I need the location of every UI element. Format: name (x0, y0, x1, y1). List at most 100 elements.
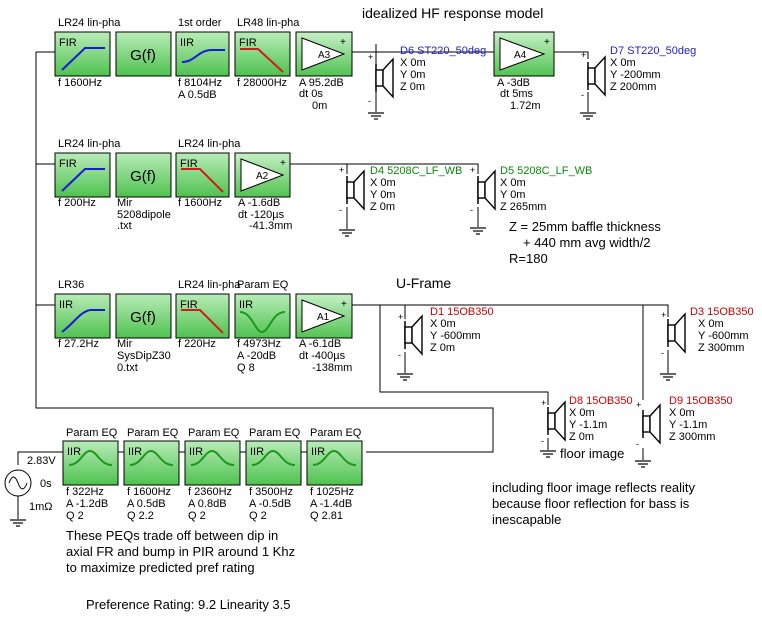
d3-y: Y -600mm (698, 330, 749, 342)
row2-gf-label: G(f) (130, 168, 156, 185)
peq-iir-label: IIR (311, 446, 325, 458)
driver-d5[interactable]: + - (469, 165, 496, 235)
d5-name: D5 5208C_LF_WB (500, 165, 592, 177)
row3-gf-param2: SysDipZ30 (117, 350, 171, 362)
amp-a3-label: A3 (318, 50, 331, 61)
source-voltage: 2.83V (27, 455, 56, 467)
peak-curve (190, 449, 235, 466)
plus-mark: + (581, 50, 586, 60)
row1-fir2-param: f 28000Hz (237, 77, 287, 89)
peq-iir-label: IIR (67, 446, 81, 458)
row2-gf-param3: .txt (117, 220, 132, 232)
d8-x: X 0m (569, 407, 595, 419)
driver-d8[interactable]: + - (539, 398, 566, 458)
lowpass-curve (181, 168, 224, 193)
plus-mark: + (661, 310, 666, 320)
d6-x: X 0m (400, 57, 426, 69)
peq-chain-wire (17, 420, 494, 465)
plus-mark: + (368, 52, 373, 62)
row3-fir-top: LR24 lin-pha (178, 279, 241, 291)
row1-gf-block[interactable]: G(f) (115, 31, 172, 77)
amp-a4-label: A4 (514, 50, 527, 61)
d8-z: Z 0m (569, 431, 594, 443)
row1-fir2-block[interactable]: FIR (234, 31, 291, 77)
d3-name: D3 15OB350 (690, 306, 754, 318)
amp-plus: + (341, 299, 347, 310)
amp-a3[interactable]: A3 + (295, 31, 353, 77)
ground-icon (9, 519, 27, 527)
d9-y: Y -1.1m (669, 419, 707, 431)
row1-fir-block[interactable]: FIR (54, 31, 111, 77)
peak-curve (68, 449, 113, 466)
driver-d6[interactable]: + - (367, 52, 394, 120)
floor-note-3: inescapable (492, 512, 561, 527)
preference-rating: Preference Rating: 9.2 Linearity 3.5 (86, 597, 291, 612)
row3-peq-top: Param EQ (237, 279, 289, 291)
voltage-source[interactable] (4, 469, 32, 527)
row1-iir-block[interactable]: IIR (175, 31, 230, 77)
amp-a2[interactable]: A2 + (234, 152, 291, 198)
diagram-title: idealized HF response model (362, 5, 543, 21)
driver-d4[interactable]: + - (338, 165, 365, 237)
row1-iir-param2: A 0.5dB (178, 89, 217, 101)
row3-fir-block[interactable]: FIR (175, 293, 230, 339)
baffle-note-2: + 440 mm avg width/2 (523, 235, 651, 250)
row2-fir-top: LR24 lin-pha (58, 138, 121, 150)
row3-gf-label: G(f) (130, 309, 156, 326)
baffle-note-3: R=180 (509, 251, 548, 266)
row2-fir-block[interactable]: FIR (54, 152, 111, 198)
source-impedance: 1mΩ (29, 501, 53, 513)
row2-gf-block[interactable]: G(f) (115, 152, 172, 198)
plus-mark: + (470, 165, 475, 175)
driver-d1[interactable]: + - (396, 312, 423, 381)
amp-a1-gain: A -6.1dB (299, 338, 341, 350)
amp-a1[interactable]: A1 + (295, 293, 353, 339)
row1-fir2-label: FIR (239, 37, 257, 49)
plus-mark: + (398, 312, 403, 322)
row3-iir-block[interactable]: IIR (54, 293, 111, 339)
amp-a3-gain: A 95.2dB (299, 77, 344, 89)
d8-y: Y -1.1m (569, 419, 607, 431)
peq-freq: f 2360Hz (188, 486, 232, 498)
lowpass-curve (181, 309, 224, 334)
peq-freq: f 322Hz (66, 486, 104, 498)
driver-d9[interactable]: + - (634, 400, 661, 468)
amp-a4[interactable]: A4 + (493, 31, 555, 77)
ground-icon (634, 460, 652, 468)
row3-iir-param: f 27.2Hz (58, 338, 99, 350)
d9-name: D9 15OB350 (669, 395, 733, 407)
d7-x: X 0m (610, 57, 636, 69)
peq-gain: A -1.2dB (66, 498, 108, 510)
row3-gf-param1: Mir (117, 338, 133, 350)
d6-name: D6 ST220_50deg (400, 45, 486, 57)
amp-plus: + (280, 158, 286, 169)
peq-freq: f 1600Hz (127, 486, 171, 498)
row2-fir-param: f 200Hz (58, 197, 96, 209)
driver-d7[interactable]: + - (579, 50, 606, 120)
d1-z: Z 0m (430, 342, 455, 354)
row3-gf-block[interactable]: G(f) (115, 293, 172, 339)
peq-block-5[interactable]: Param EQ IIR (306, 427, 363, 486)
row2-gf-param2: 5208dipole (117, 209, 171, 221)
minus-mark: - (339, 205, 342, 215)
peak-curve (129, 449, 174, 466)
row3-peq-block[interactable]: IIR (234, 293, 291, 339)
peq-top-label: Param EQ (310, 427, 362, 439)
d1-y: Y -600mm (430, 330, 481, 342)
peq-freq: f 1025Hz (310, 486, 354, 498)
d3-x: X 0m (698, 318, 724, 330)
peak-curve (312, 449, 357, 466)
baffle-note-1: Z = 25mm baffle thickness (509, 219, 661, 234)
ground-icon (539, 450, 557, 458)
feed-wire (35, 51, 494, 420)
floor-note-2: because floor reflection for bass is (492, 496, 690, 511)
row2-fir2-block[interactable]: FIR (175, 152, 230, 198)
ground-icon (469, 227, 487, 235)
driver-d3[interactable]: + - (659, 310, 686, 381)
